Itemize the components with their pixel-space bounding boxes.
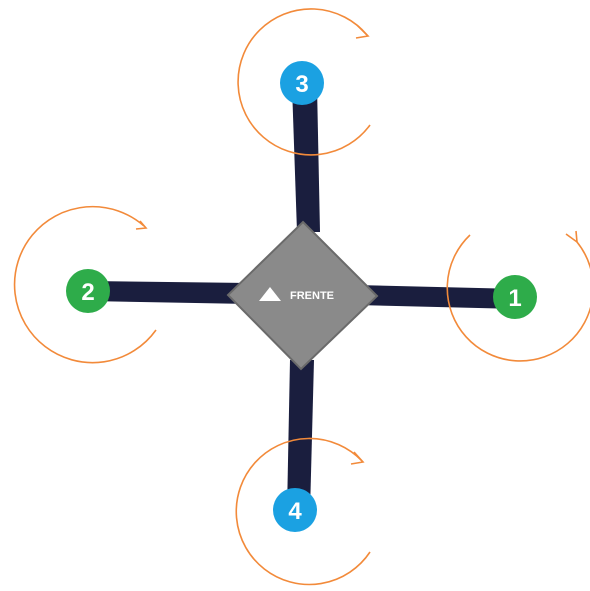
rotation-arc-bottom-arrowhead-icon — [350, 451, 365, 465]
motor-3-label: 3 — [295, 71, 308, 98]
motor-3-circle — [280, 61, 324, 105]
center-diamond — [226, 220, 379, 371]
rotation-arc-left-arrowhead-icon — [135, 220, 148, 230]
center-body: FRENTE — [226, 220, 379, 371]
rotation-arc-bottom — [235, 437, 371, 586]
rotation-arcs — [13, 8, 590, 586]
motor-4-label: 4 — [288, 498, 302, 525]
center-label: FRENTE — [290, 290, 334, 302]
motor-1-label: 1 — [508, 285, 521, 312]
motor-4-circle — [273, 488, 317, 532]
arm-top — [292, 86, 320, 232]
motor-2-label: 2 — [81, 279, 94, 306]
motor-1-circle — [493, 275, 537, 319]
motor-2: 2 — [66, 269, 110, 313]
motor-4: 4 — [273, 488, 317, 532]
arms — [88, 86, 520, 512]
motor-1: 1 — [493, 275, 537, 319]
arm-right — [355, 285, 520, 309]
arm-bottom — [287, 360, 314, 512]
triangle-up-icon — [259, 287, 281, 301]
rotation-arc-left — [13, 205, 157, 364]
rotation-arc-right-arrowhead-icon — [565, 230, 578, 244]
motor-3: 3 — [280, 61, 324, 105]
rotation-arc-top — [237, 8, 371, 156]
rotation-arc-top-arrowhead-icon — [355, 25, 370, 39]
motor-2-circle — [66, 269, 110, 313]
rotation-arc-right — [446, 234, 590, 362]
motors: 3 2 1 4 — [66, 61, 537, 532]
arm-left — [88, 281, 250, 304]
